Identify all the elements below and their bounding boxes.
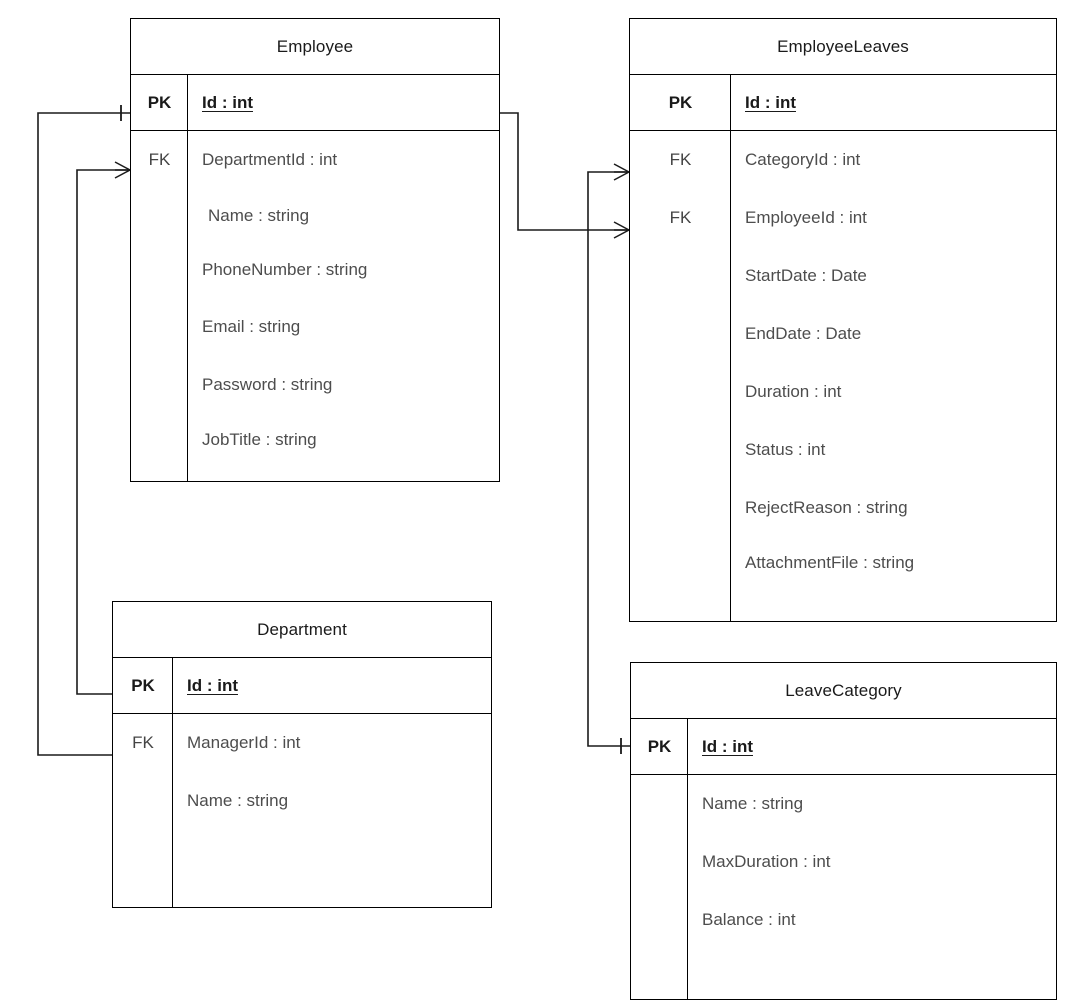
- entity-rows: PK Id : int FK DepartmentId : int Name :…: [131, 75, 499, 481]
- attribute-label: RejectReason : string: [745, 498, 908, 517]
- table-row[interactable]: Name : string: [631, 775, 1056, 833]
- table-row[interactable]: Name : string: [131, 189, 499, 242]
- entity-title: Department: [113, 602, 491, 658]
- entity-title: Employee: [131, 19, 499, 75]
- attribute-label: MaxDuration : int: [702, 852, 831, 871]
- key-column-divider: [131, 75, 188, 481]
- table-row[interactable]: FK DepartmentId : int: [131, 131, 499, 189]
- table-row[interactable]: Duration : int: [630, 363, 1056, 421]
- table-row[interactable]: PK Id : int: [631, 719, 1056, 775]
- entity-employeeleaves[interactable]: EmployeeLeaves PK Id : int FK CategoryId…: [629, 18, 1057, 622]
- entity-department[interactable]: Department PK Id : int FK ManagerId : in…: [112, 601, 492, 908]
- key-badge: PK: [147, 92, 172, 112]
- attribute-label: Duration : int: [745, 382, 842, 401]
- key-badge: PK: [131, 675, 155, 695]
- attribute-label: Email : string: [202, 317, 301, 336]
- attribute-label: Id : int: [187, 675, 238, 695]
- attribute-label: Id : int: [702, 736, 753, 756]
- key-badge: FK: [669, 208, 692, 227]
- row-filler: [631, 949, 1056, 999]
- table-row[interactable]: FK EmployeeId : int: [630, 189, 1056, 247]
- attribute-label: Status : int: [745, 440, 826, 459]
- table-row[interactable]: Email : string: [131, 298, 499, 356]
- attribute-label: AttachmentFile : string: [745, 553, 915, 572]
- attribute-label: JobTitle : string: [202, 430, 317, 449]
- attribute-label: Name : string: [187, 791, 289, 810]
- key-badge: FK: [148, 150, 171, 169]
- attribute-label: ManagerId : int: [187, 733, 301, 752]
- attribute-label: DepartmentId : int: [202, 150, 338, 169]
- attribute-label: Id : int: [202, 92, 253, 112]
- key-badge: FK: [669, 150, 692, 169]
- table-row[interactable]: MaxDuration : int: [631, 833, 1056, 891]
- key-column-divider: [113, 658, 173, 907]
- attribute-label: EndDate : Date: [745, 324, 862, 343]
- attribute-label: Balance : int: [702, 910, 796, 929]
- table-row[interactable]: StartDate : Date: [630, 247, 1056, 305]
- key-column-divider: [630, 75, 731, 621]
- table-row[interactable]: Password : string: [131, 356, 499, 414]
- table-row[interactable]: Balance : int: [631, 891, 1056, 949]
- table-row[interactable]: Status : int: [630, 421, 1056, 479]
- attribute-label: CategoryId : int: [745, 150, 861, 169]
- table-row[interactable]: PK Id : int: [630, 75, 1056, 131]
- table-row[interactable]: JobTitle : string: [131, 414, 499, 466]
- attribute-label: StartDate : Date: [745, 266, 867, 285]
- table-row[interactable]: FK CategoryId : int: [630, 131, 1056, 189]
- attribute-label: Name : string: [208, 205, 310, 225]
- attribute-label: PhoneNumber : string: [202, 260, 368, 279]
- table-row[interactable]: RejectReason : string: [630, 479, 1056, 537]
- table-row[interactable]: PhoneNumber : string: [131, 242, 499, 298]
- entity-leavecategory[interactable]: LeaveCategory PK Id : int Name : string …: [630, 662, 1057, 1000]
- attribute-label: Name : string: [702, 794, 804, 813]
- key-badge: FK: [132, 733, 154, 752]
- attribute-label: EmployeeId : int: [745, 208, 867, 227]
- table-row[interactable]: EndDate : Date: [630, 305, 1056, 363]
- table-row[interactable]: FK ManagerId : int: [113, 714, 491, 772]
- entity-rows: PK Id : int FK CategoryId : int FK Emplo…: [630, 75, 1056, 621]
- attribute-label: Id : int: [745, 92, 796, 112]
- relationship-leavecategory-id-to-employeeleaves-categoryid: [587, 163, 630, 754]
- table-row[interactable]: AttachmentFile : string: [630, 537, 1056, 589]
- relationship-employee-id-to-employeeleaves-employeeid: [500, 112, 630, 239]
- table-row[interactable]: Name : string: [113, 772, 491, 830]
- entity-rows: PK Id : int FK ManagerId : int Name : st…: [113, 658, 491, 907]
- entity-title: LeaveCategory: [631, 663, 1056, 719]
- table-row[interactable]: PK Id : int: [131, 75, 499, 131]
- table-row[interactable]: PK Id : int: [113, 658, 491, 714]
- entity-employee[interactable]: Employee PK Id : int FK DepartmentId : i…: [130, 18, 500, 482]
- key-badge: PK: [647, 736, 672, 756]
- key-column-divider: [631, 719, 688, 999]
- key-badge: PK: [668, 92, 693, 112]
- attribute-label: Password : string: [202, 375, 333, 394]
- entity-rows: PK Id : int Name : string MaxDuration : …: [631, 719, 1056, 999]
- entity-title: EmployeeLeaves: [630, 19, 1056, 75]
